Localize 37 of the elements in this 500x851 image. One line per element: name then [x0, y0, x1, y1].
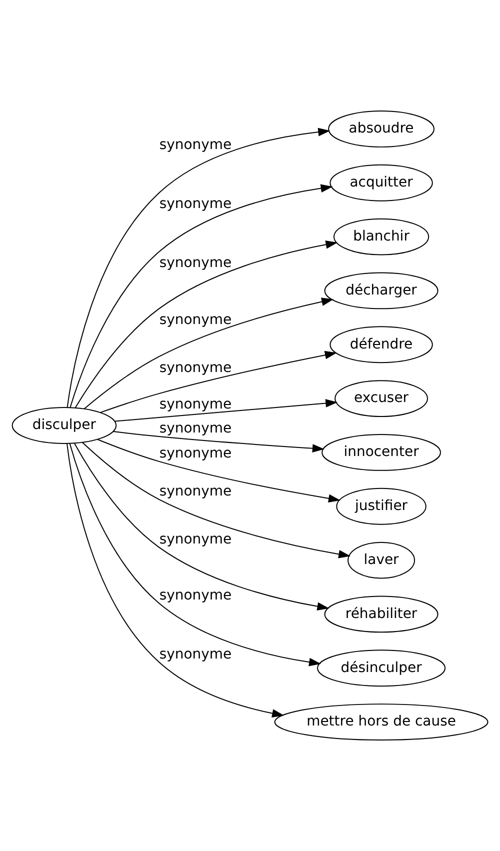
node-ellipse: acquitter: [330, 164, 433, 202]
edge-label: synonyme: [159, 312, 232, 328]
arrow: [82, 442, 351, 558]
node-ellipse: justifier: [336, 488, 426, 525]
node-ellipse: laver: [348, 542, 416, 579]
edge-label: synonyme: [159, 137, 232, 154]
arrow: [112, 431, 324, 453]
node-ellipse: réhabiliter: [324, 596, 438, 633]
arrow: [70, 184, 333, 408]
edge-label: synonyme: [159, 396, 232, 413]
arrow: [74, 442, 330, 611]
edge-label: synonyme: [159, 420, 232, 437]
arrow: [84, 298, 334, 410]
arrow: [66, 443, 284, 718]
arrow: [100, 350, 337, 413]
node-ellipse: décharger: [324, 272, 438, 310]
node-ellipse: blanchir: [333, 218, 430, 256]
node-ellipse: désinculper: [317, 650, 446, 687]
arrow: [74, 240, 338, 408]
arrow: [69, 443, 322, 666]
edge-label: synonyme: [159, 484, 232, 500]
arrow: [114, 399, 338, 422]
edge-label: synonyme: [159, 532, 232, 548]
edge-label: synonyme: [159, 587, 232, 604]
arrow: [97, 439, 341, 503]
edge-label: synonyme: [159, 196, 232, 212]
arrow: [66, 128, 330, 408]
edge-label: synonyme: [159, 360, 232, 376]
node-ellipse: disculper: [12, 407, 117, 444]
node-ellipse: excuser: [334, 380, 428, 418]
node-ellipse: défendre: [330, 326, 433, 364]
node-ellipse: absoudre: [328, 110, 434, 148]
node-ellipse: innocenter: [322, 434, 441, 471]
node-ellipse: mettre hors de cause: [274, 704, 488, 740]
edge-label: synonyme: [159, 254, 232, 271]
edge-label: synonyme: [159, 446, 232, 462]
edge-label: synonyme: [159, 646, 232, 662]
